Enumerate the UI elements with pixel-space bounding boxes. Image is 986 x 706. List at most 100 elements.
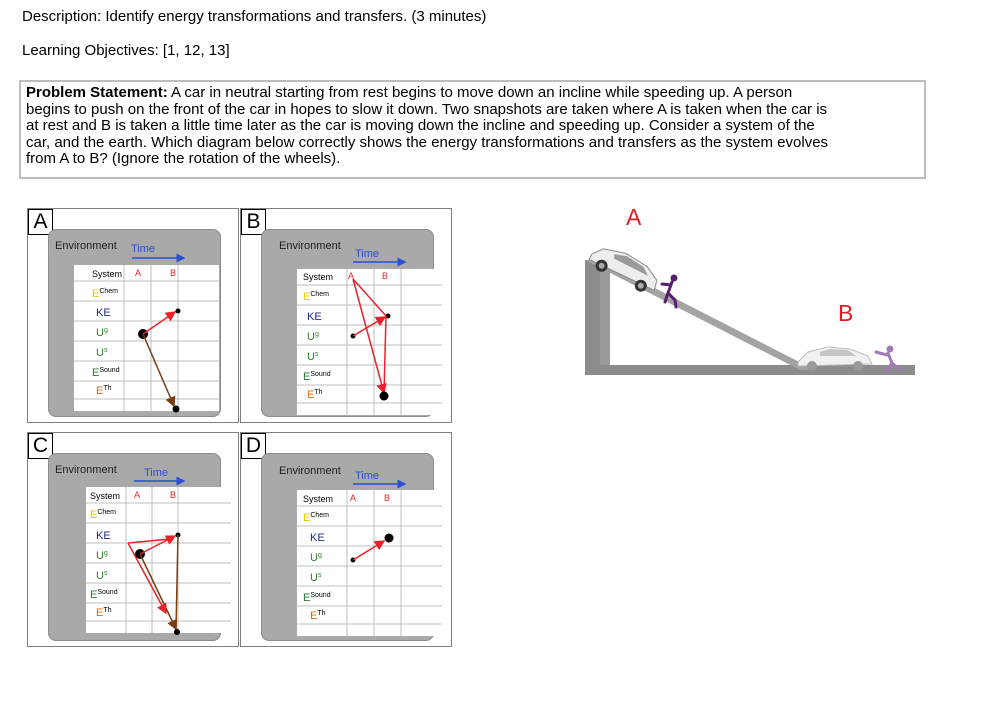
diagram-panel-d[interactable]: D Environment Time System A B EChem KE U… [240,432,452,647]
system-label: System [303,272,334,282]
u-symbol: U [96,347,104,359]
person-a [660,274,678,309]
red-arrow [352,278,387,395]
problem-line-3: at rest and B is taken a little time lat… [26,117,815,134]
u-symbol: U [310,552,318,564]
learning-objectives-text: [1, 12, 13] [162,42,230,59]
g-sup: g [314,331,319,338]
time-label: Time [355,470,380,482]
time-label: Time [131,243,156,255]
energy-arrows [127,532,181,635]
us-row-label: Us [96,347,107,359]
col-b-label: B [170,268,177,278]
description-text: Identify energy transformations and tran… [105,8,487,25]
problem-line-5: from A to B? (Ignore the rotation of the… [26,150,341,167]
th-sup: Th [103,385,112,392]
energy-arrows [350,278,391,401]
chem-row-label: EChem [90,509,116,521]
description: Description: Identify energy transformat… [22,8,486,25]
diagram-panel-c[interactable]: C Environment Time System A B EChem KE U… [27,432,239,647]
sound-sup: Sound [310,371,331,378]
brown-arrow [139,553,177,631]
chem-sup: Chem [97,509,117,516]
ke-row-label: KE [310,532,325,544]
th-sup: Th [314,389,323,396]
us-row-label: Us [96,570,107,582]
red-arrow [352,316,387,337]
energy-arrows [138,308,181,413]
brown-arrow [142,333,176,408]
g-sup: g [317,552,322,559]
energy-arrows [350,533,394,563]
energy-grid-lines [74,265,219,411]
chem-row-label: EChem [92,288,118,300]
system-label: System [90,491,121,501]
chem-row-label: EChem [303,512,329,524]
snapshot-a-label: A [626,204,642,230]
time-arrow [134,476,186,486]
u-symbol: U [310,572,318,584]
problem-line-1: Problem Statement: A car in neutral star… [26,84,919,102]
environment-label: Environment [55,240,117,252]
th-row-label: ETh [96,607,112,619]
diagram-panel-b[interactable]: B Environment Time System A B EChem KE U… [240,208,452,423]
red-arrow [142,311,177,335]
e-symbol: E [303,291,311,303]
ug-row-label: Ug [96,327,108,339]
time-arrow [353,479,407,489]
energy-grid [74,265,219,411]
ramp-slope [585,260,815,370]
e-symbol: E [96,607,104,619]
col-a-label: A [135,268,142,278]
diagram-panel-a[interactable]: A Environment Time System A B EChem KE U… [27,208,239,423]
u-symbol: U [96,550,104,562]
sound-sup: Sound [99,367,120,374]
col-b-label: B [170,490,177,500]
chem-sup: Chem [310,291,330,298]
system-label: System [92,269,123,279]
chem-row-label: EChem [303,291,329,303]
u-symbol: U [96,327,104,339]
e-symbol: E [92,288,100,300]
learning-objectives-label: Learning Objectives: [22,42,159,59]
chem-sup: Chem [310,512,330,519]
energy-grid [297,490,442,636]
sound-row-label: ESound [303,592,331,604]
col-a-label: A [134,490,141,500]
environment-label: Environment [55,464,117,476]
col-b-label: B [382,271,389,281]
g-sup: g [103,327,108,334]
us-row-label: Us [310,572,321,584]
e-symbol: E [310,610,318,622]
red-arrow [127,542,167,615]
environment-label: Environment [279,240,341,252]
col-a-label: A [350,493,357,503]
g-sup: g [103,550,108,557]
time-arrow [132,253,186,263]
panel-letter: D [241,433,266,459]
red-arrow [352,278,387,317]
problem-line-2: begins to push on the front of the car i… [26,100,828,118]
sound-row-label: ESound [90,589,118,601]
th-sup: Th [317,610,326,617]
th-row-label: ETh [307,389,323,401]
chem-sup: Chem [99,288,119,295]
col-b-label: B [384,493,391,503]
ke-row-label: KE [96,530,111,542]
th-row-label: ETh [310,610,326,622]
u-symbol: U [96,570,104,582]
s-sup: s [103,570,108,577]
e-symbol: E [303,592,311,604]
ug-row-label: Ug [96,550,108,562]
time-label: Time [355,248,380,260]
problem-line-4: car, and the earth. Which diagram below … [26,133,829,151]
u-symbol: U [307,351,315,363]
ke-row-label: KE [96,307,111,319]
e-symbol: E [307,389,315,401]
e-symbol: E [90,509,98,521]
s-sup: s [103,347,108,354]
description-label: Description: [22,8,102,25]
us-row-label: Us [307,351,318,363]
th-row-label: ETh [96,385,112,397]
problem-text-1: A car in neutral starting from rest begi… [171,84,793,101]
